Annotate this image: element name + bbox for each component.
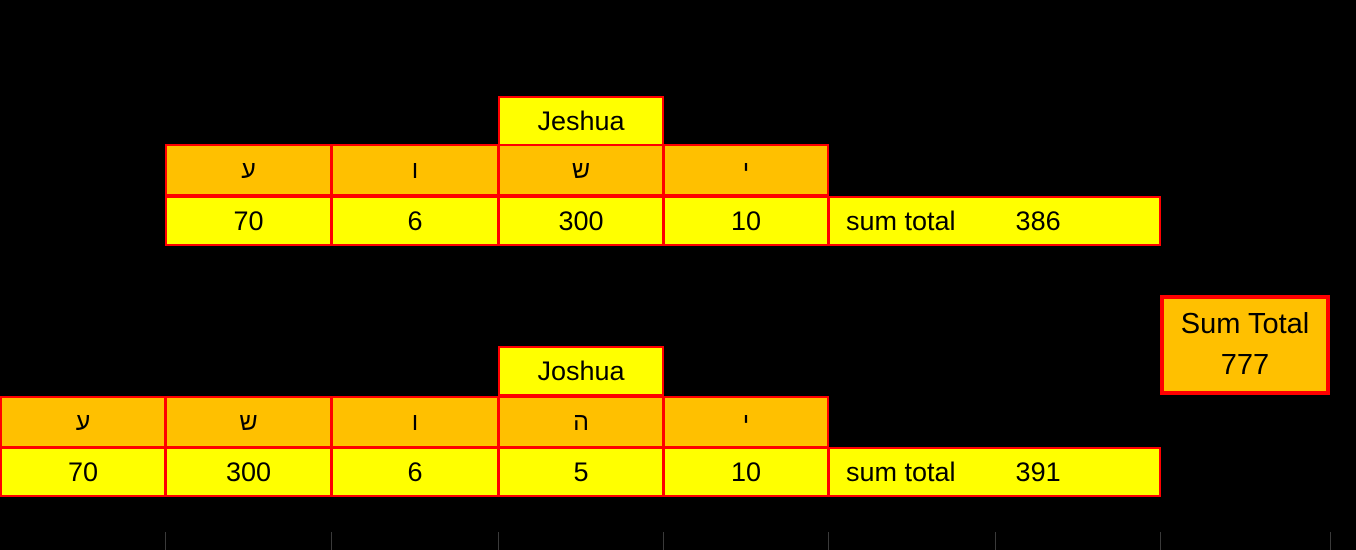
table-1-value-cell-1[interactable]: 70 — [165, 196, 332, 246]
worksheet-gridline — [995, 532, 996, 550]
table-2-name-header[interactable]: Joshua — [498, 346, 664, 396]
table-2-letter-cell-5[interactable]: י — [663, 396, 829, 448]
table-2-letter-cell-4[interactable]: ה — [498, 396, 664, 448]
table-2-value-cell-2[interactable]: 300 — [165, 447, 332, 497]
table-2-value-cell-4[interactable]: 5 — [498, 447, 664, 497]
table-1-letter-cell-3[interactable]: ש — [498, 144, 664, 196]
table-1-letter-cell-1[interactable]: ע — [165, 144, 332, 196]
table-1-letter-cell-4[interactable]: י — [663, 144, 829, 196]
table-2-letter-cell-1[interactable]: ע — [0, 396, 166, 448]
table-1-value-cell-3[interactable]: 300 — [498, 196, 664, 246]
table-1-letter-cell-2[interactable]: ו — [331, 144, 499, 196]
table-2-sum-total-label: sum total — [846, 456, 956, 487]
worksheet-gridline — [331, 532, 332, 550]
worksheet-gridline — [1160, 532, 1161, 550]
worksheet-gridline — [1330, 532, 1331, 550]
table-2-letter-cell-2[interactable]: ש — [165, 396, 332, 448]
grand-total-box[interactable]: Sum Total 777 — [1160, 295, 1330, 395]
table-1-value-cell-2[interactable]: 6 — [331, 196, 499, 246]
table-2-letter-cell-3[interactable]: ו — [331, 396, 499, 448]
worksheet-gridline — [498, 532, 499, 550]
table-2-sum-total-value: 391 — [1015, 456, 1061, 487]
table-2-value-cell-1[interactable]: 70 — [0, 447, 166, 497]
table-2-value-cell-5[interactable]: 10 — [663, 447, 829, 497]
table-1-sum-total-label: sum total — [846, 205, 956, 236]
table-1-sum-total-value: 386 — [1015, 205, 1061, 236]
worksheet-gridline — [165, 532, 166, 550]
table-2-value-cell-3[interactable]: 6 — [331, 447, 499, 497]
table-1-name-header[interactable]: Jeshua — [498, 96, 664, 146]
worksheet-gridline — [828, 532, 829, 550]
worksheet-gridline — [663, 532, 664, 550]
table-2-sum-total-cell[interactable]: sum total 391 — [828, 447, 1161, 497]
table-1-value-cell-4[interactable]: 10 — [663, 196, 829, 246]
grand-total-label: Sum Total — [1180, 308, 1310, 340]
table-1-sum-total-cell[interactable]: sum total 386 — [828, 196, 1161, 246]
grand-total-value: 777 — [1220, 349, 1270, 381]
